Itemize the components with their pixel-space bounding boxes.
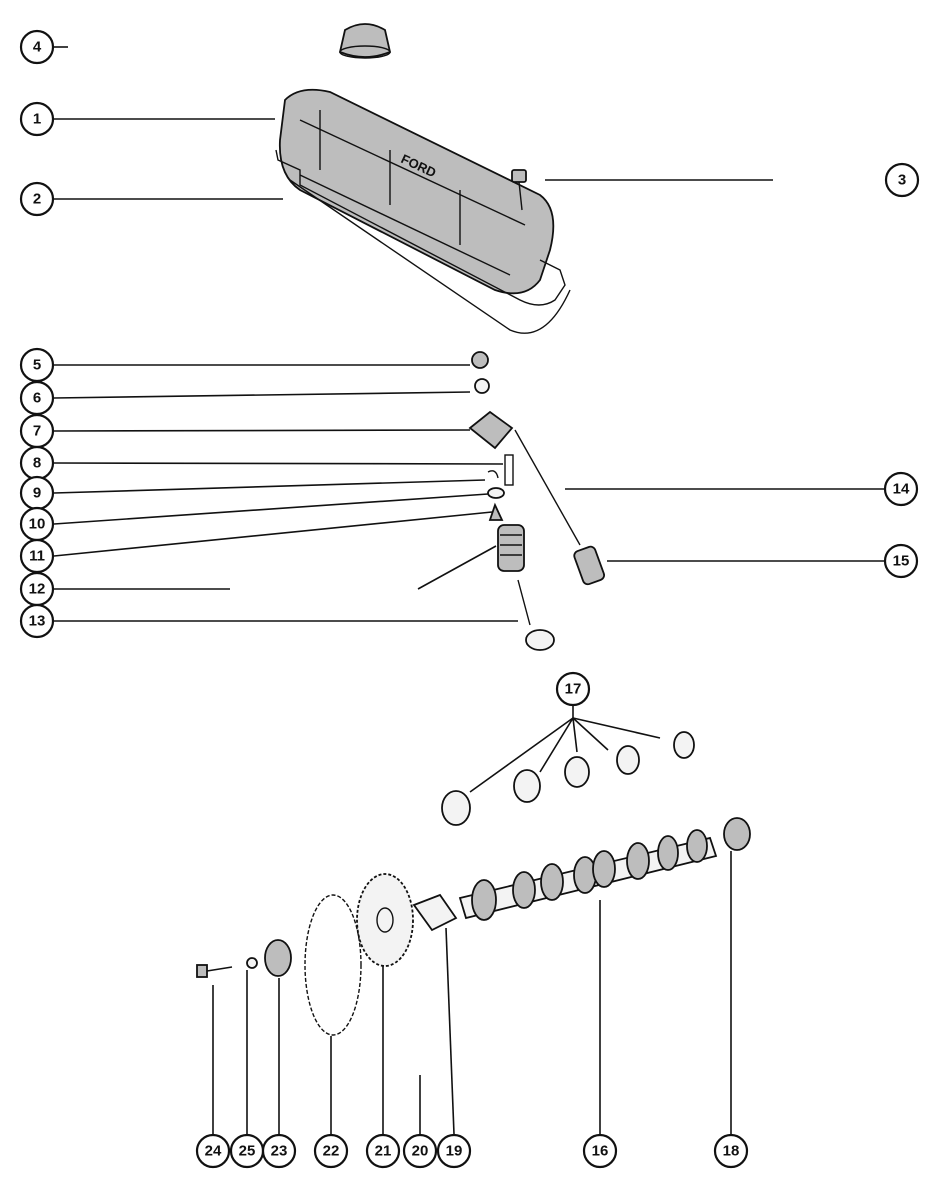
svg-text:13: 13 <box>29 613 46 630</box>
callout-17: 17 <box>555 671 591 707</box>
svg-text:20: 20 <box>412 1143 429 1160</box>
callout-18: 18 <box>713 1133 749 1169</box>
callout-23: 23 <box>261 1133 297 1169</box>
callout-13: 13 <box>19 603 55 639</box>
callout-2: 2 <box>19 181 55 217</box>
callout-22: 22 <box>313 1133 349 1169</box>
oil-filler-cap <box>338 23 392 59</box>
svg-text:19: 19 <box>446 1143 463 1160</box>
svg-text:24: 24 <box>205 1143 222 1160</box>
svg-text:9: 9 <box>33 485 41 502</box>
callout-21: 21 <box>365 1133 401 1169</box>
svg-text:11: 11 <box>29 548 45 565</box>
leader-lines <box>53 46 884 1135</box>
callout-6: 6 <box>19 380 55 416</box>
svg-text:16: 16 <box>592 1143 609 1160</box>
svg-text:6: 6 <box>33 390 41 407</box>
callout-8: 8 <box>19 445 55 481</box>
svg-text:10: 10 <box>29 516 46 533</box>
svg-text:17: 17 <box>565 681 582 698</box>
callout-14: 14 <box>883 471 919 507</box>
svg-text:3: 3 <box>898 172 906 189</box>
camshaft <box>458 829 718 921</box>
svg-text:18: 18 <box>723 1143 740 1160</box>
svg-text:12: 12 <box>29 581 46 598</box>
crank-sprocket <box>264 939 292 977</box>
sprocket-bolt <box>196 964 233 978</box>
callout-4: 4 <box>19 29 55 65</box>
camshaft-plug <box>723 817 751 851</box>
timing-chain <box>304 894 362 1036</box>
push-rod <box>514 429 581 546</box>
callout-11: 11 <box>19 538 55 574</box>
svg-text:23: 23 <box>271 1143 288 1160</box>
svg-text:5: 5 <box>33 357 41 374</box>
callout-25: 25 <box>229 1133 265 1169</box>
valve-train-stack <box>468 351 555 651</box>
svg-text:4: 4 <box>33 39 42 56</box>
svg-text:8: 8 <box>33 455 41 472</box>
thrust-plate <box>412 893 458 932</box>
svg-text:22: 22 <box>323 1143 340 1160</box>
callout-20: 20 <box>402 1133 438 1169</box>
callout-9: 9 <box>19 475 55 511</box>
callout-24: 24 <box>195 1133 231 1169</box>
callout-1: 1 <box>19 101 55 137</box>
callout-15: 15 <box>883 543 919 579</box>
camshaft-sprocket <box>356 873 414 967</box>
washer <box>246 957 258 969</box>
callout-7: 7 <box>19 413 55 449</box>
valve-cover: FORD <box>278 88 555 295</box>
callout-12: 12 <box>19 571 55 607</box>
callout-10: 10 <box>19 506 55 542</box>
svg-text:21: 21 <box>375 1143 392 1160</box>
svg-text:15: 15 <box>893 553 910 570</box>
cover-bolt <box>511 169 527 211</box>
callout-5: 5 <box>19 347 55 383</box>
callout-3: 3 <box>884 162 920 198</box>
svg-text:14: 14 <box>893 481 910 498</box>
valve-lifter <box>573 545 605 586</box>
callout-19: 19 <box>436 1133 472 1169</box>
svg-text:25: 25 <box>239 1143 256 1160</box>
svg-text:1: 1 <box>33 111 41 128</box>
valve-cover-gasket <box>275 149 571 334</box>
svg-text:7: 7 <box>33 423 41 440</box>
callout-16: 16 <box>582 1133 618 1169</box>
camshaft-bearings <box>441 731 695 826</box>
svg-text:2: 2 <box>33 191 41 208</box>
